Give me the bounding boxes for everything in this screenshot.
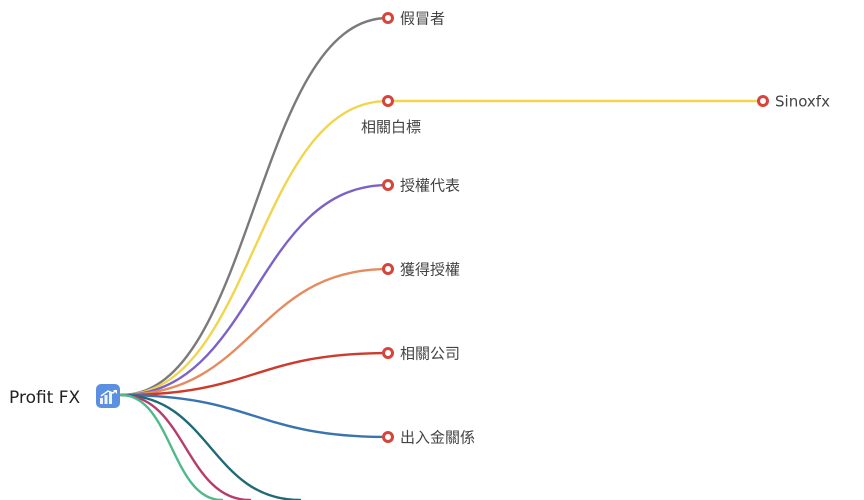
branch-line-offscreen-3 bbox=[119, 393, 224, 500]
branch-line-offscreen-1 bbox=[119, 393, 302, 500]
node-marker bbox=[757, 95, 769, 107]
node-marker bbox=[382, 179, 394, 191]
node-authorized-rep[interactable]: 授權代表 bbox=[382, 177, 461, 195]
root-label: Profit FX bbox=[9, 388, 81, 408]
node-label-obtained-auth: 獲得授權 bbox=[400, 261, 460, 279]
node-impostor[interactable]: 假冒者 bbox=[382, 10, 446, 28]
node-marker bbox=[382, 431, 394, 443]
branch-line-impostor bbox=[119, 16, 390, 397]
node-marker bbox=[382, 347, 394, 359]
branch-line-authorized-rep bbox=[119, 183, 390, 397]
branch-lines bbox=[119, 16, 765, 500]
node-fund-relation[interactable]: 出入金關係 bbox=[382, 429, 476, 447]
branch-line-white-label bbox=[119, 99, 390, 397]
node-label-sinoxfx: Sinoxfx bbox=[775, 93, 830, 111]
node-white-label[interactable]: 相關白標 bbox=[361, 95, 421, 137]
node-label-fund-relation: 出入金關係 bbox=[400, 429, 475, 447]
root-node[interactable]: Profit FX bbox=[9, 384, 120, 408]
branch-line-fund-relation bbox=[119, 393, 390, 439]
branch-line-related-company bbox=[119, 351, 390, 397]
node-marker bbox=[382, 95, 394, 107]
node-label-authorized-rep: 授權代表 bbox=[400, 177, 460, 195]
node-obtained-auth[interactable]: 獲得授權 bbox=[382, 261, 461, 279]
node-label-impostor: 假冒者 bbox=[400, 10, 445, 28]
node-sinoxfx[interactable]: Sinoxfx bbox=[757, 93, 831, 111]
node-related-company[interactable]: 相關公司 bbox=[382, 345, 461, 363]
node-label-white-label: 相關白標 bbox=[361, 118, 421, 136]
branch-line-obtained-auth bbox=[119, 267, 390, 397]
profit-fx-logo-icon bbox=[96, 384, 120, 408]
node-label-related-company: 相關公司 bbox=[400, 345, 460, 363]
branch-line-offscreen-2 bbox=[119, 393, 252, 500]
node-marker bbox=[382, 263, 394, 275]
node-marker bbox=[382, 12, 394, 24]
